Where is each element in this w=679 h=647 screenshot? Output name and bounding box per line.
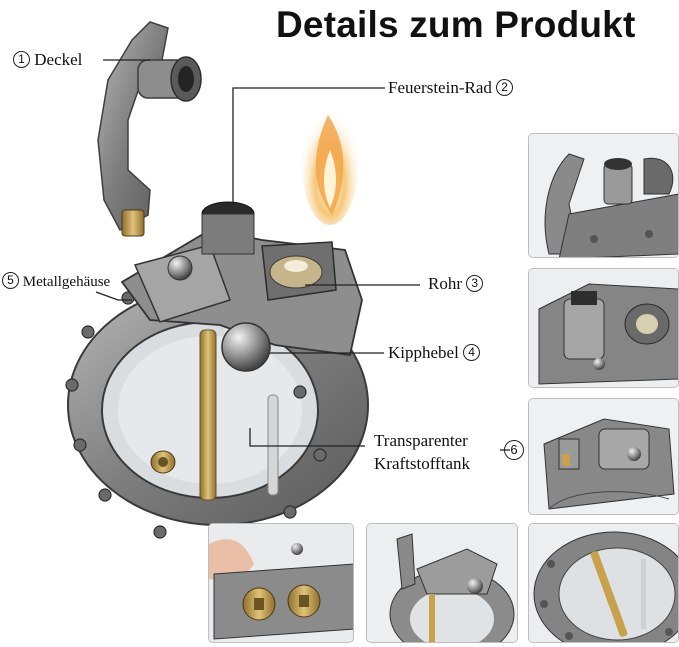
callout-feuerstein-rad: Feuerstein-Rad 2 bbox=[388, 78, 514, 98]
callout-kraftstofftank: Transparenter Kraftstofftank bbox=[374, 429, 470, 475]
callout-text-line2: Kraftstofftank bbox=[374, 454, 470, 473]
callout-text: Metallgehäuse bbox=[22, 274, 111, 290]
callout-text: Feuerstein-Rad bbox=[388, 78, 492, 97]
callout-rohr: Rohr 3 bbox=[428, 274, 484, 294]
callout-text-line1: Transparenter bbox=[374, 431, 468, 450]
callout-kipphebel: Kipphebel 4 bbox=[388, 343, 481, 363]
callout-lines bbox=[95, 59, 510, 451]
callout-number: 3 bbox=[466, 275, 484, 292]
callout-text: Deckel bbox=[34, 50, 83, 69]
detail-photo-lower-right bbox=[528, 398, 679, 515]
lid bbox=[97, 21, 202, 237]
callout-number: 5 bbox=[2, 272, 19, 289]
callout-number: 2 bbox=[496, 79, 514, 96]
detail-photo-top-right bbox=[528, 133, 679, 258]
callout-deckel: 1 Deckel bbox=[13, 50, 82, 70]
detail-photo-bottom-left bbox=[208, 523, 354, 643]
flame bbox=[302, 105, 358, 225]
callout-text: Rohr bbox=[428, 274, 462, 293]
callout-number-6: 6 bbox=[504, 440, 524, 461]
callout-text: Kipphebel bbox=[388, 343, 459, 362]
callout-metallgehaeuse: 5 Metallgehäuse bbox=[2, 272, 110, 291]
detail-photo-bottom-middle bbox=[366, 523, 518, 643]
callout-number: 4 bbox=[463, 344, 481, 361]
callout-number: 1 bbox=[13, 51, 30, 68]
page-title: Details zum Produkt bbox=[276, 4, 636, 45]
detail-photo-bottom-right bbox=[528, 523, 679, 643]
detail-photo-mid-right bbox=[528, 268, 679, 388]
top-mechanism bbox=[120, 201, 363, 372]
